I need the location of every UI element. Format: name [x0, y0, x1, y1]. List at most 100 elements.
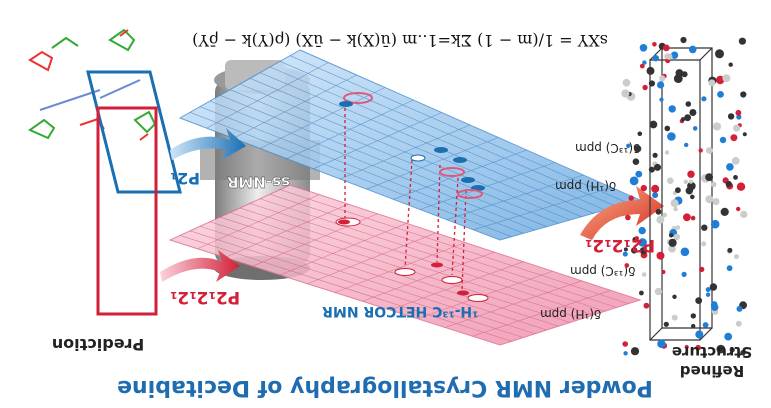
atom [640, 184, 647, 192]
atom [701, 224, 708, 231]
atom [726, 163, 734, 171]
atom [628, 195, 634, 201]
atom [710, 219, 720, 229]
atom [667, 132, 676, 141]
atom [655, 208, 662, 215]
atom [736, 206, 741, 212]
atom [680, 247, 690, 257]
atom [733, 175, 738, 180]
atom [667, 177, 674, 184]
atom [731, 157, 740, 165]
atom [659, 97, 664, 102]
arrow-to-ss-nmr [170, 128, 246, 160]
atom [681, 271, 687, 277]
atom [716, 75, 725, 85]
atom [675, 225, 681, 230]
refined-label-line2: Structure [672, 343, 752, 361]
atom [630, 347, 640, 356]
covariance-equation: sXY = 1/(m − 1) Σk=1..m (ū(X)k − ūX) (ρ(… [192, 31, 608, 50]
atom [659, 75, 666, 82]
atom [705, 287, 711, 293]
atom [626, 143, 631, 148]
atom [736, 305, 743, 312]
atom [730, 134, 738, 142]
atom [639, 44, 648, 52]
atom [664, 150, 670, 155]
p21-label: P2₁ [170, 169, 200, 188]
atom [661, 269, 666, 275]
atom [683, 179, 688, 184]
atom [656, 251, 665, 260]
atom [736, 114, 742, 120]
grid-line [189, 112, 512, 237]
atom [654, 163, 661, 171]
atom [673, 206, 678, 212]
atom [699, 266, 705, 273]
atom [734, 254, 739, 260]
hetcor-label: ¹H-¹³C HETCOR NMR [322, 303, 478, 319]
atom [664, 53, 671, 60]
atom [687, 170, 695, 178]
atom [672, 294, 677, 299]
atom [654, 287, 663, 296]
atom [738, 37, 747, 45]
atom [662, 44, 670, 52]
atom [695, 330, 704, 339]
atom [652, 152, 658, 158]
atom [690, 215, 696, 221]
atom [689, 109, 697, 116]
atom [639, 290, 644, 296]
atom [621, 89, 630, 98]
atom [670, 199, 679, 208]
atom [716, 344, 726, 354]
atom [643, 302, 650, 309]
atom [663, 321, 669, 327]
atom [724, 332, 733, 341]
atom [735, 320, 742, 327]
atom [623, 247, 628, 252]
atom [702, 322, 709, 328]
atom [701, 241, 707, 247]
atom [719, 136, 727, 144]
atom [708, 79, 716, 87]
atom [712, 122, 722, 131]
atom [638, 238, 647, 247]
atom [727, 113, 735, 120]
atom [668, 244, 676, 253]
atom [688, 45, 697, 54]
ss-nmr-label: ss-NMR [226, 173, 290, 191]
atom [742, 132, 747, 137]
atom [736, 182, 746, 191]
atom [675, 187, 681, 194]
atom [712, 198, 720, 206]
atom [648, 80, 656, 87]
atom [622, 78, 631, 87]
red-h1-axis-label: δ(¹H) ppm [540, 307, 601, 321]
blue-h1-axis-label: δ(¹H) ppm [555, 179, 616, 193]
atom [705, 292, 711, 297]
atom [726, 265, 733, 272]
correlation-lines [344, 108, 467, 291]
arrow-to-refined [580, 186, 664, 240]
atom [720, 207, 729, 216]
hetcor-peaks [335, 217, 489, 302]
atom [683, 213, 691, 222]
atom [715, 49, 724, 59]
grid-line [189, 230, 524, 338]
atom [711, 303, 719, 311]
atom [631, 247, 638, 254]
atom [652, 192, 659, 199]
atom [705, 173, 713, 182]
atom [706, 147, 713, 154]
prediction-label: Prediction [52, 335, 144, 354]
atom [710, 181, 717, 188]
refined-structure-cell [649, 47, 713, 341]
atom [634, 236, 640, 241]
atom [729, 347, 735, 353]
atom [684, 142, 689, 148]
atom [740, 350, 746, 356]
atom [622, 251, 628, 257]
atom [690, 313, 696, 319]
atom [733, 124, 741, 132]
